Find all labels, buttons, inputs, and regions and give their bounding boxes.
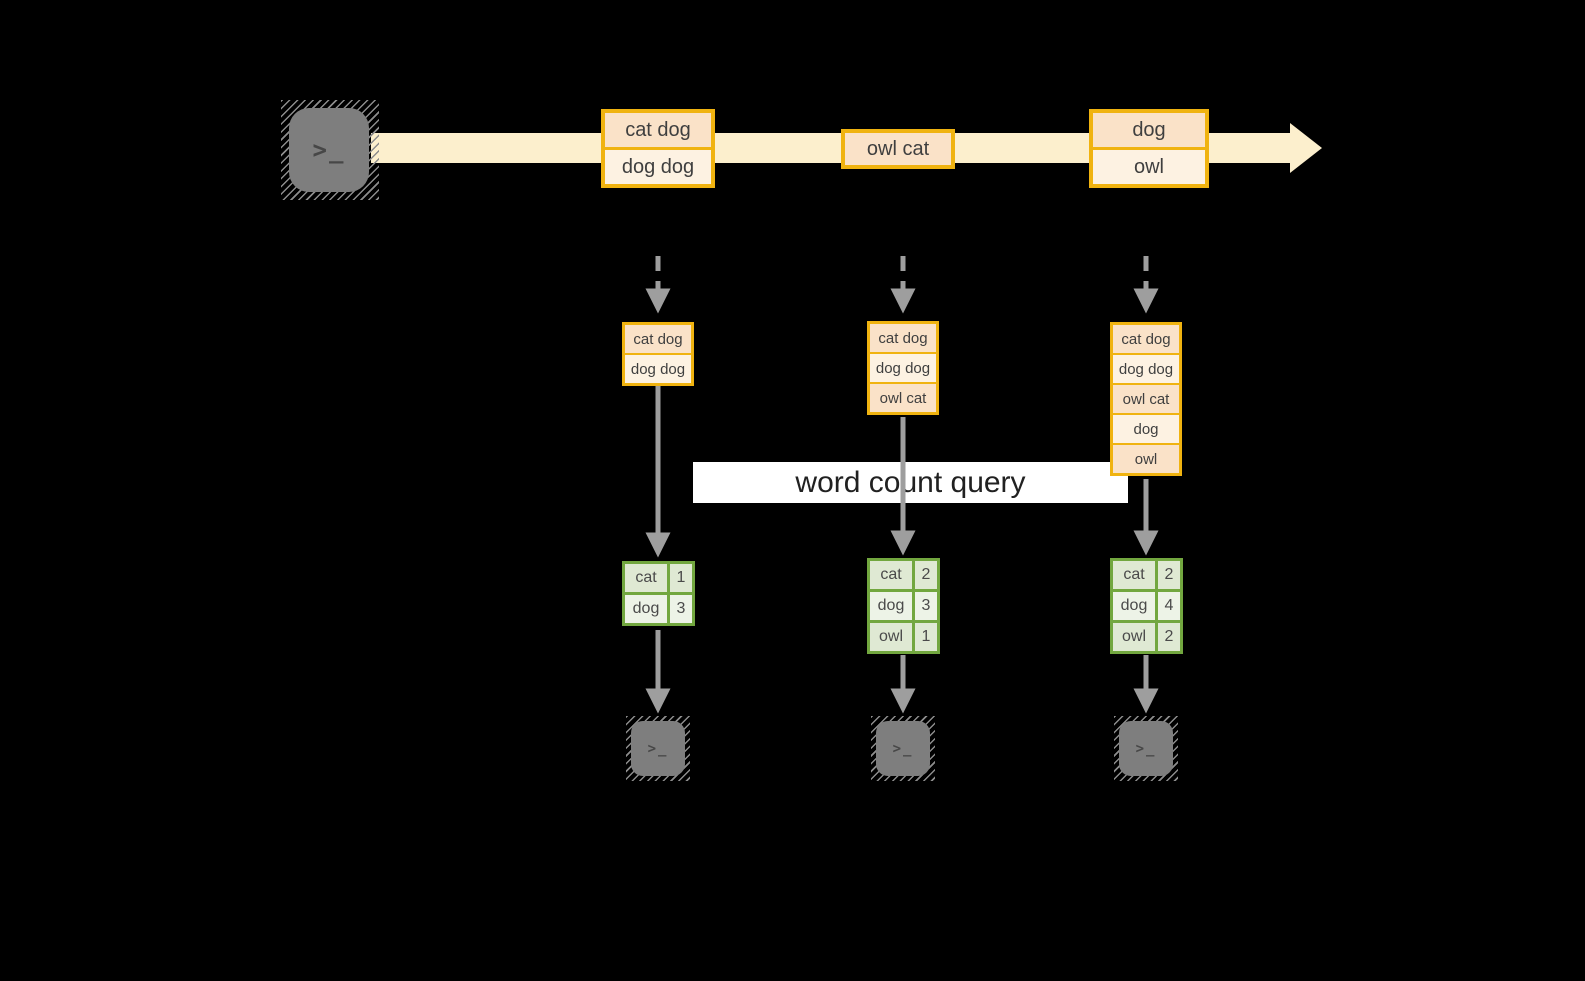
producer-terminal-icon: >_ [281, 100, 379, 200]
count-cell: 2 [1158, 561, 1180, 589]
stream-record: dog dog [605, 147, 711, 184]
count-cell: 1 [670, 564, 692, 592]
word-count-table-3: cat 2 dog 4 owl 2 [1110, 558, 1183, 654]
buffer-record: dog [1113, 413, 1179, 443]
buffer-record: dog dog [1113, 353, 1179, 383]
consumer-terminal-icon-3: >_ [1114, 716, 1178, 781]
stream-record: dog [1093, 113, 1205, 147]
word-cell: dog [870, 592, 912, 620]
word-cell: dog [1113, 592, 1155, 620]
terminal-prompt-glyph: >_ [289, 108, 369, 192]
word-cell: cat [625, 564, 667, 592]
count-cell: 1 [915, 623, 937, 651]
buffer-record: dog dog [870, 352, 936, 382]
buffer-record: owl cat [1113, 383, 1179, 413]
query-banner-label: word count query [795, 465, 1026, 499]
stream-arrow-head [1290, 123, 1322, 173]
query-banner: word count query [693, 462, 1128, 503]
count-cell: 2 [915, 561, 937, 589]
stream-event-box-3: dog owl [1089, 109, 1209, 188]
window-buffer-box-3: cat dog dog dog owl cat dog owl [1110, 322, 1182, 476]
buffer-record: cat dog [625, 325, 691, 353]
buffer-record: cat dog [1113, 325, 1179, 353]
buffer-record: dog dog [625, 353, 691, 383]
count-cell: 4 [1158, 592, 1180, 620]
stream-record: cat dog [605, 113, 711, 147]
terminal-prompt-glyph: >_ [1119, 721, 1173, 776]
window-buffer-box-1: cat dog dog dog [622, 322, 694, 386]
count-cell: 3 [915, 592, 937, 620]
word-cell: owl [870, 623, 912, 651]
buffer-record: owl cat [870, 382, 936, 412]
count-cell: 3 [670, 595, 692, 623]
stream-record: owl cat [845, 133, 951, 165]
buffer-record: cat dog [870, 324, 936, 352]
terminal-prompt-glyph: >_ [876, 721, 930, 776]
word-cell: cat [870, 561, 912, 589]
word-cell: owl [1113, 623, 1155, 651]
count-cell: 2 [1158, 623, 1180, 651]
stream-event-box-1: cat dog dog dog [601, 109, 715, 188]
word-cell: dog [625, 595, 667, 623]
buffer-record: owl [1113, 443, 1179, 473]
consumer-terminal-icon-1: >_ [626, 716, 690, 781]
word-count-table-2: cat 2 dog 3 owl 1 [867, 558, 940, 654]
word-count-table-1: cat 1 dog 3 [622, 561, 695, 626]
stream-record: owl [1093, 147, 1205, 184]
consumer-terminal-icon-2: >_ [871, 716, 935, 781]
stream-event-box-2: owl cat [841, 129, 955, 169]
window-buffer-box-2: cat dog dog dog owl cat [867, 321, 939, 415]
terminal-prompt-glyph: >_ [631, 721, 685, 776]
word-cell: cat [1113, 561, 1155, 589]
